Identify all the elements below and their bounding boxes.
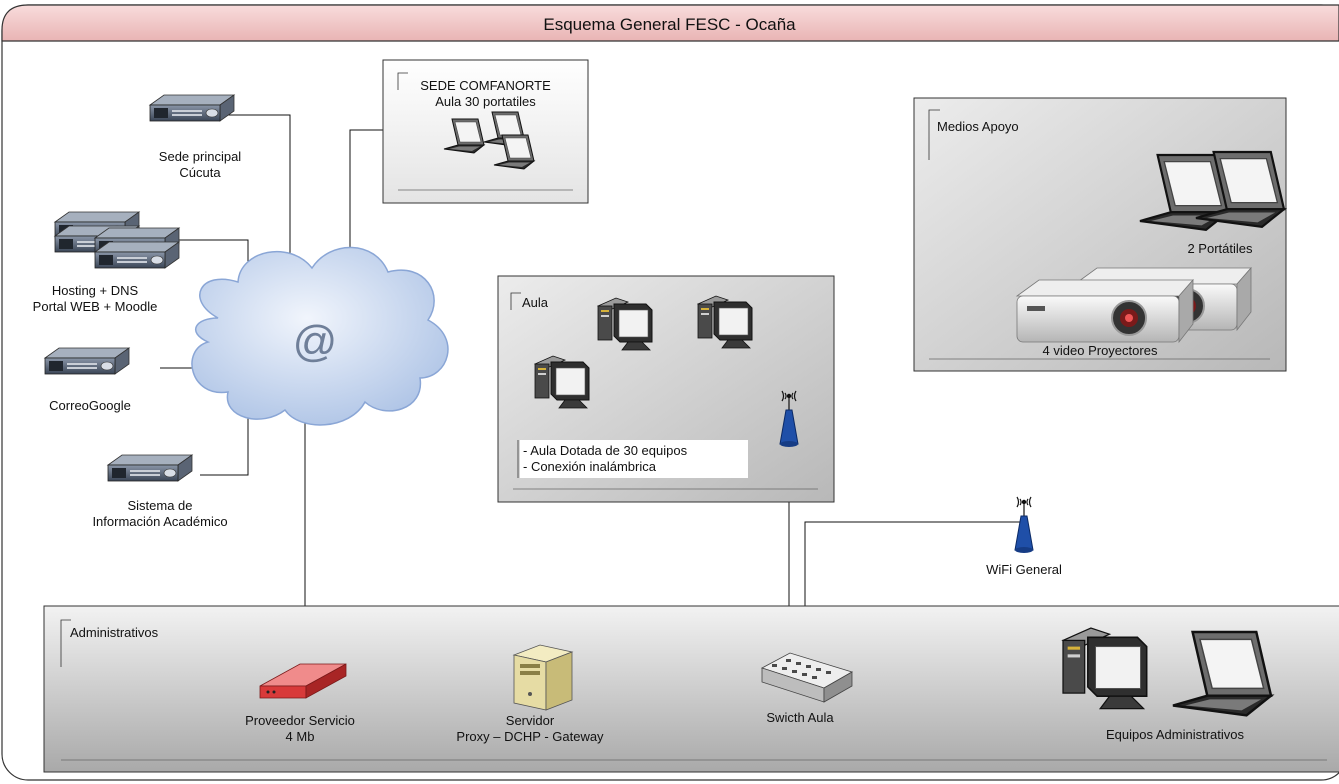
server-tower-icon [512, 644, 574, 711]
sede-panel [382, 59, 589, 204]
medios-title: Medios Apoyo [937, 119, 1019, 134]
server-sede-label-1: Sede principal [158, 149, 242, 164]
server-correo-label: CorreoGoogle [49, 398, 131, 413]
server-label-2: Proxy – DCHP - Gateway [456, 729, 604, 744]
server-hosting-label-1: Hosting + DNS [51, 283, 139, 298]
medios-projectors-label: 4 video Proyectores [1042, 343, 1158, 358]
router-icon [259, 663, 347, 699]
server-sistema-label-2: Información Académico [92, 514, 228, 529]
provider-label-1: Proveedor Servicio [245, 713, 355, 728]
aula-note-2: - Conexión inalámbrica [523, 459, 656, 474]
admin-title: Administrativos [70, 625, 159, 640]
sede-title: SEDE COMFANORTE [420, 78, 551, 93]
aula-title: Aula [522, 295, 549, 310]
switch-icon [760, 652, 854, 703]
provider-label-2: 4 Mb [285, 729, 315, 744]
aula-note-box [520, 440, 748, 478]
admin-equipment-label: Equipos Administrativos [1105, 727, 1244, 742]
server-sede-label-2: Cúcuta [179, 165, 221, 180]
server-hosting-label-2: Portal WEB + Moodle [32, 299, 158, 314]
aula-note-1: - Aula Dotada de 30 equipos [523, 443, 688, 458]
internet-cloud [191, 246, 449, 426]
switch-label: Swicth Aula [766, 710, 834, 725]
wifi-label: WiFi General [986, 562, 1062, 577]
page-title: Esquema General FESC - Ocaña [543, 15, 796, 34]
at-symbol-icon: @ [292, 317, 338, 366]
sede-subtitle: Aula 30 portatiles [435, 94, 536, 109]
title-bar [1, 4, 1339, 42]
server-sistema-label-1: Sistema de [127, 498, 193, 513]
medios-laptops-label: 2 Portátiles [1187, 241, 1253, 256]
server-label-1: Servidor [505, 713, 555, 728]
